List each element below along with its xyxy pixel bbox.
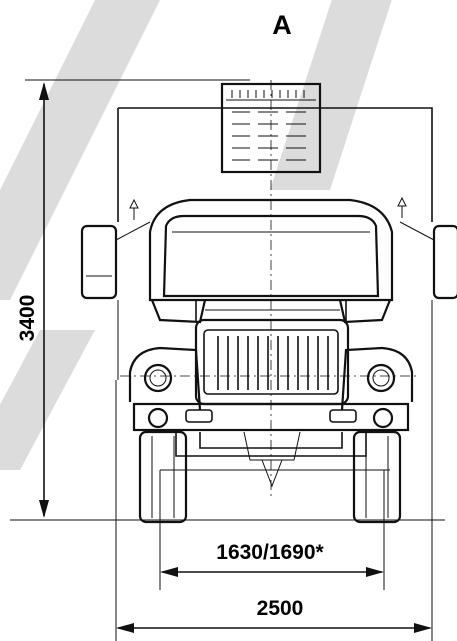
overall-width-dimension (115, 380, 433, 641)
radiator-grille (194, 318, 350, 406)
track-dimension-label: 1630/1690* (216, 541, 324, 564)
track-dimension (159, 470, 385, 590)
headlights (143, 363, 396, 393)
height-dimension (25, 79, 250, 521)
overall-width-dimension-label: 2500 (257, 597, 304, 620)
height-dimension-label: 3400 (16, 295, 39, 342)
view-label: A (272, 10, 292, 40)
front-wheels (138, 430, 402, 524)
hood (150, 299, 392, 324)
cab (148, 198, 394, 302)
side-mirrors (80, 196, 457, 300)
watermark (0, 0, 392, 470)
roof-unit (220, 82, 322, 174)
front-axle (160, 430, 390, 488)
fenders (128, 346, 414, 411)
